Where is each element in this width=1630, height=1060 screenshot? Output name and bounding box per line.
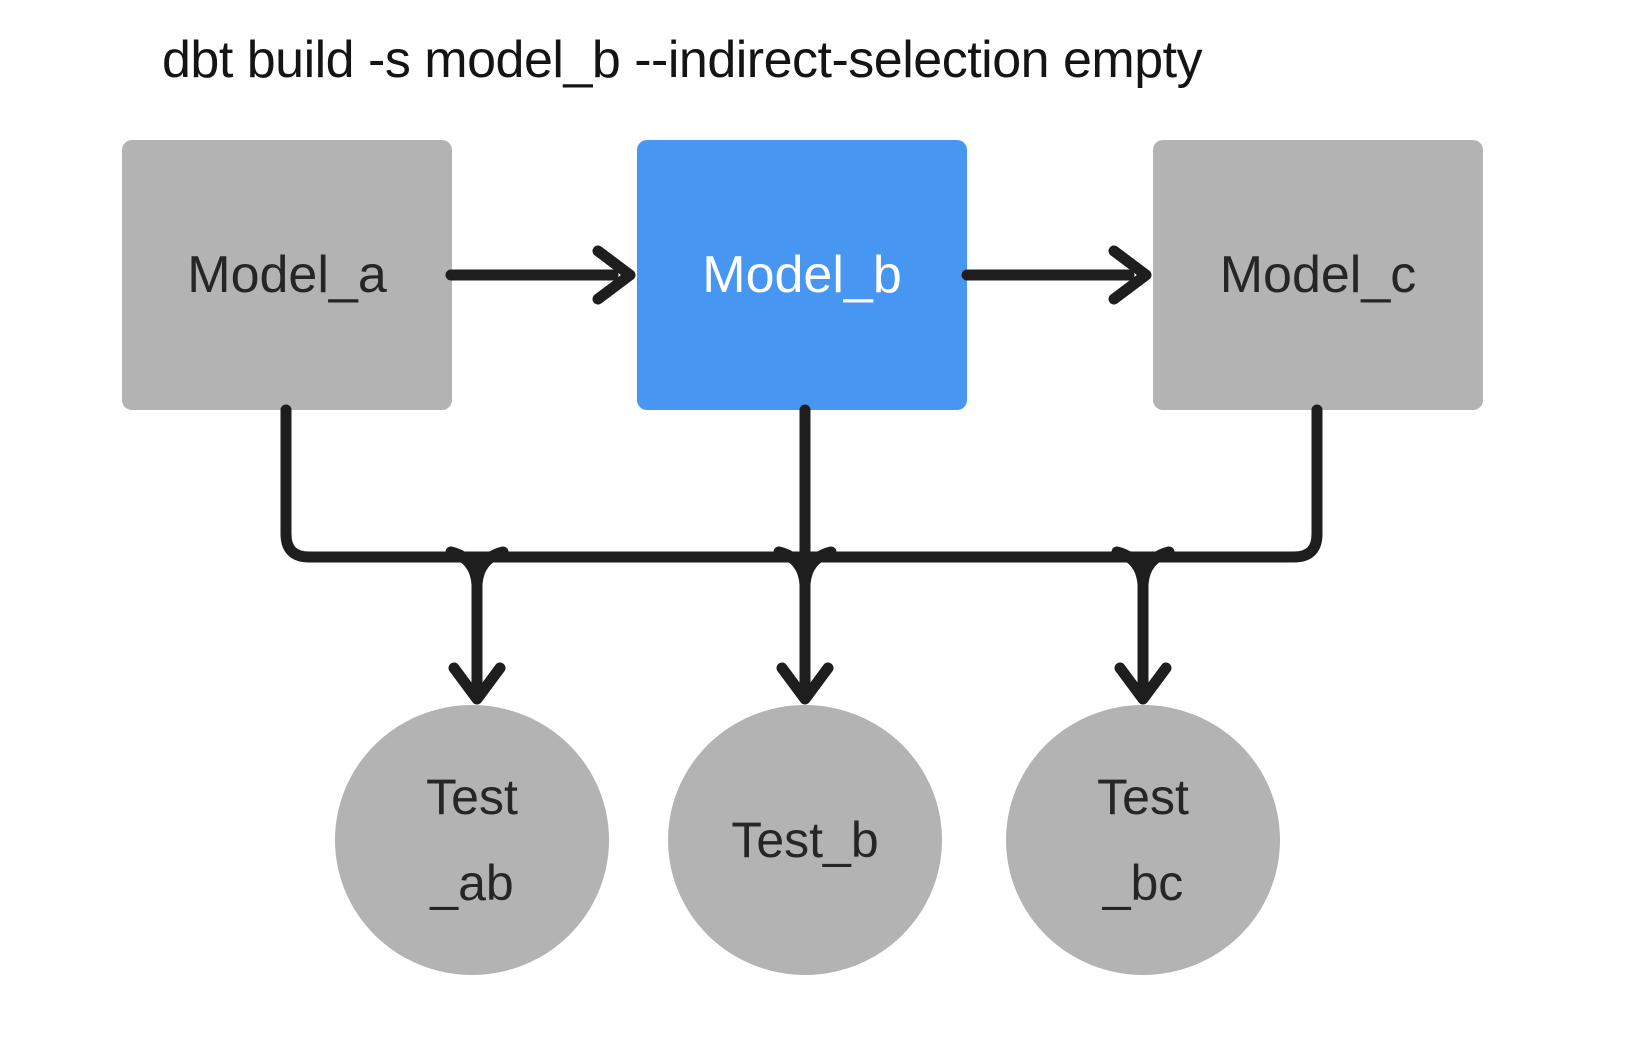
test-ab-label-line1: Test [426,769,518,825]
arrowhead-test-b-icon [776,662,834,705]
test-bc-label-line2: _bc [1102,855,1184,911]
arrowhead-model-b-icon [592,245,636,305]
model-node-a: Model_a [122,140,452,410]
model-c-label: Model_c [1219,246,1417,304]
junction-fillet-test-bc-left [1111,546,1149,590]
test-node-b: Test_b [668,705,942,975]
junction-fillet-test-b-left [773,546,811,590]
junction-fillet-test-ab-left [445,546,483,590]
arrowhead-test-bc-icon [1114,662,1172,705]
model-a-label: Model_a [187,246,387,304]
model-node-c: Model_c [1153,140,1483,410]
junction-fillet-test-ab-right [471,546,509,590]
rail-from-model-c [1288,404,1323,563]
junction-fillet-test-b-right [799,546,837,590]
junction-fillet-test-bc-right [1137,546,1175,590]
arrowhead-model-c-icon [1108,245,1152,305]
model-node-b-selected: Model_b [637,140,967,410]
diagram-title: dbt build -s model_b --indirect-selectio… [162,31,1203,89]
test-node-bc: Test _bc [1006,705,1280,975]
test-bc-label-line1: Test [1097,769,1189,825]
arrowhead-test-ab-icon [448,662,506,705]
test-node-ab: Test _ab [335,705,609,975]
rail-from-model-a [280,404,1300,563]
test-ab-label-line2: _ab [430,855,514,911]
model-b-label: Model_b [702,246,902,304]
test-b-label-line1: Test_b [731,812,879,868]
